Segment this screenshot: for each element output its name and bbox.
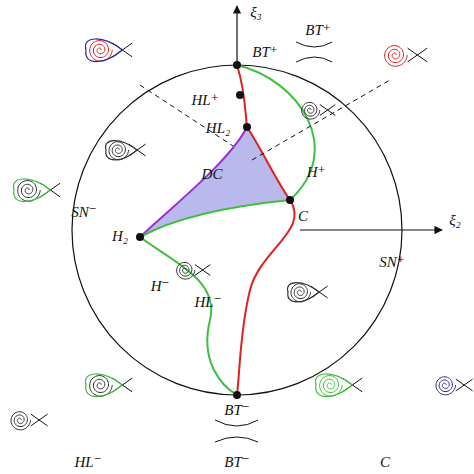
curve-label: H⁺: [307, 165, 326, 180]
spiral-orbit: [436, 377, 456, 395]
curve-label: H⁻: [151, 279, 170, 294]
homoclinic-loop: [85, 39, 122, 62]
phase-portraits: [11, 39, 473, 442]
bifurcation-points: [136, 61, 294, 399]
homoclinic-curve: [237, 65, 295, 395]
curve-label: HL⁺: [191, 93, 218, 108]
curve-label: H₂: [112, 229, 128, 244]
curve-label: SN⁻: [71, 205, 96, 220]
saddle-manifold: [456, 379, 473, 391]
curve-label: C: [298, 209, 308, 224]
saddle-manifold: [320, 105, 335, 116]
saddle-manifold: [456, 379, 473, 391]
curve-label: C: [380, 455, 390, 470]
xi2-axis: [300, 229, 442, 230]
curve-label: ξ₂: [449, 213, 461, 228]
spiral-orbit: [11, 412, 31, 430]
spiral-orbit: [302, 102, 320, 119]
xi3-axis: [236, 6, 237, 65]
purple-curve: [140, 127, 247, 237]
curve-label: HL⁻: [194, 295, 221, 310]
curve-label: BT⁻: [224, 455, 249, 470]
spiral-orbit: [177, 262, 195, 279]
homoclinic-loop: [106, 141, 138, 160]
cusp-sketch: [296, 42, 332, 62]
curve-label: BT⁻: [224, 403, 249, 418]
curve-label: BT⁺: [305, 23, 330, 38]
saddle-manifold: [31, 414, 48, 426]
curve-label: HL₂: [206, 121, 230, 136]
curve-label: DC: [202, 167, 223, 182]
leader-line: [140, 85, 233, 146]
saddle-manifold: [408, 48, 428, 62]
saddle-manifold: [408, 48, 428, 62]
leader-line: [252, 80, 390, 160]
saddle-manifold: [195, 265, 210, 276]
curve-label: SN⁺: [379, 255, 404, 270]
hopf-curve: [237, 65, 315, 200]
curve-label: ξ₃: [250, 5, 262, 20]
homoclinic-loop: [288, 283, 320, 302]
spiral-orbit: [385, 46, 408, 67]
homoclinic-loop: [13, 179, 50, 202]
saddle-manifold: [195, 265, 210, 276]
homoclinic-loop: [315, 374, 352, 397]
saddle-manifold: [320, 105, 335, 116]
cusp-sketch: [215, 420, 258, 442]
saddle-manifold: [31, 414, 48, 426]
homoclinic-loop: [85, 374, 122, 397]
curve-label: BT⁺: [252, 45, 277, 60]
curve-label: HL⁻: [74, 455, 101, 470]
hopf-curve: [140, 200, 290, 237]
shaded-region: [140, 127, 290, 237]
hopf-curve: [140, 237, 237, 395]
